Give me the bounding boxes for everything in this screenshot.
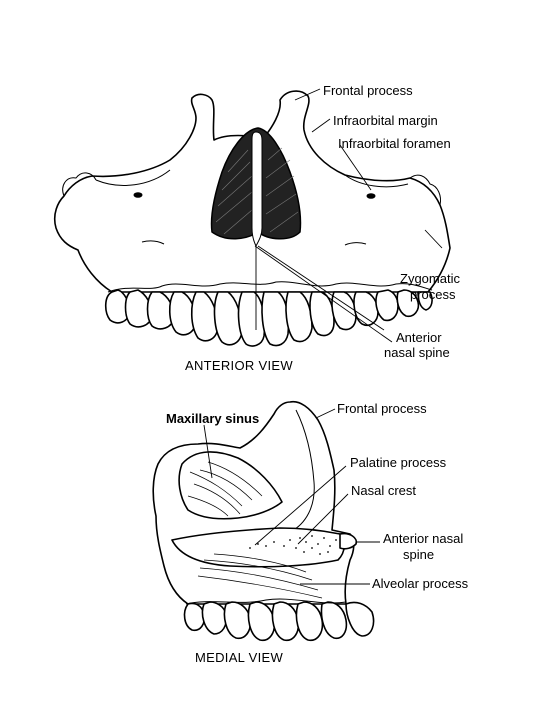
label-anterior-nasal-spine-medial-line2: spine <box>403 547 434 562</box>
label-anterior-nasal-spine-medial-line1: Anterior nasal <box>383 531 463 546</box>
leader-maxillary-sinus <box>203 424 213 479</box>
medial-view-drawing <box>152 400 380 642</box>
label-alveolar-process: Alveolar process <box>372 576 469 591</box>
left-fossa-mark <box>141 240 165 245</box>
leader-anterior-nasal-spine-a <box>254 245 393 343</box>
label-infraorbital-margin: Infraorbital margin <box>333 113 438 128</box>
label-zygomatic-process-line1: Zygomatic <box>400 271 460 286</box>
leader-palatine-process <box>254 465 347 546</box>
alveolar-hatching <box>197 553 323 599</box>
leader-frontal-process-medial <box>315 408 336 419</box>
label-infraorbital-foramen: Infraorbital foramen <box>338 136 451 151</box>
medial-gum-line <box>185 598 347 605</box>
leader-infraorbital-foramen <box>339 144 372 191</box>
label-maxillary-sinus: Maxillary sinus <box>166 411 259 426</box>
nasal-crest-stipple <box>249 535 337 555</box>
right-infraorbital-foramen <box>366 193 376 199</box>
label-palatine-process: Palatine process <box>350 455 447 470</box>
label-frontal-process-anterior: Frontal process <box>323 83 413 98</box>
leader-frontal-process <box>294 88 321 101</box>
sinus-hatching <box>187 461 263 517</box>
anterior-teeth <box>104 289 433 347</box>
nasal-aperture-hatching <box>215 147 299 235</box>
caption-medial-view: MEDIAL VIEW <box>195 650 283 665</box>
leader-nasal-crest <box>297 493 349 545</box>
left-zygomatic-edge <box>62 172 97 197</box>
leader-infraorbital-margin <box>311 118 331 133</box>
leader-zygomatic-process <box>424 229 443 249</box>
anterior-nasal-spine-tip <box>339 532 358 550</box>
label-anterior-nasal-spine-anterior-line2: nasal spine <box>384 345 450 360</box>
label-anterior-nasal-spine-anterior-line1: Anterior <box>396 330 442 345</box>
nasal-septum <box>251 131 263 248</box>
left-infraorbital-margin <box>95 169 171 186</box>
label-zygomatic-process-line2: process <box>410 287 456 302</box>
anterior-view-drawing <box>53 88 451 347</box>
right-infraorbital-margin <box>344 174 409 188</box>
medial-teeth <box>183 601 375 642</box>
label-frontal-process-medial: Frontal process <box>337 401 427 416</box>
right-zygomatic-edge <box>409 174 441 206</box>
left-infraorbital-foramen <box>133 192 143 198</box>
frontal-process-inner-edge <box>289 409 315 533</box>
label-nasal-crest: Nasal crest <box>351 483 416 498</box>
leader-anterior-nasal-spine-b <box>257 245 385 331</box>
right-fossa-mark <box>344 242 367 246</box>
caption-anterior-view: ANTERIOR VIEW <box>185 358 293 373</box>
anterior-gum-line <box>107 281 433 293</box>
